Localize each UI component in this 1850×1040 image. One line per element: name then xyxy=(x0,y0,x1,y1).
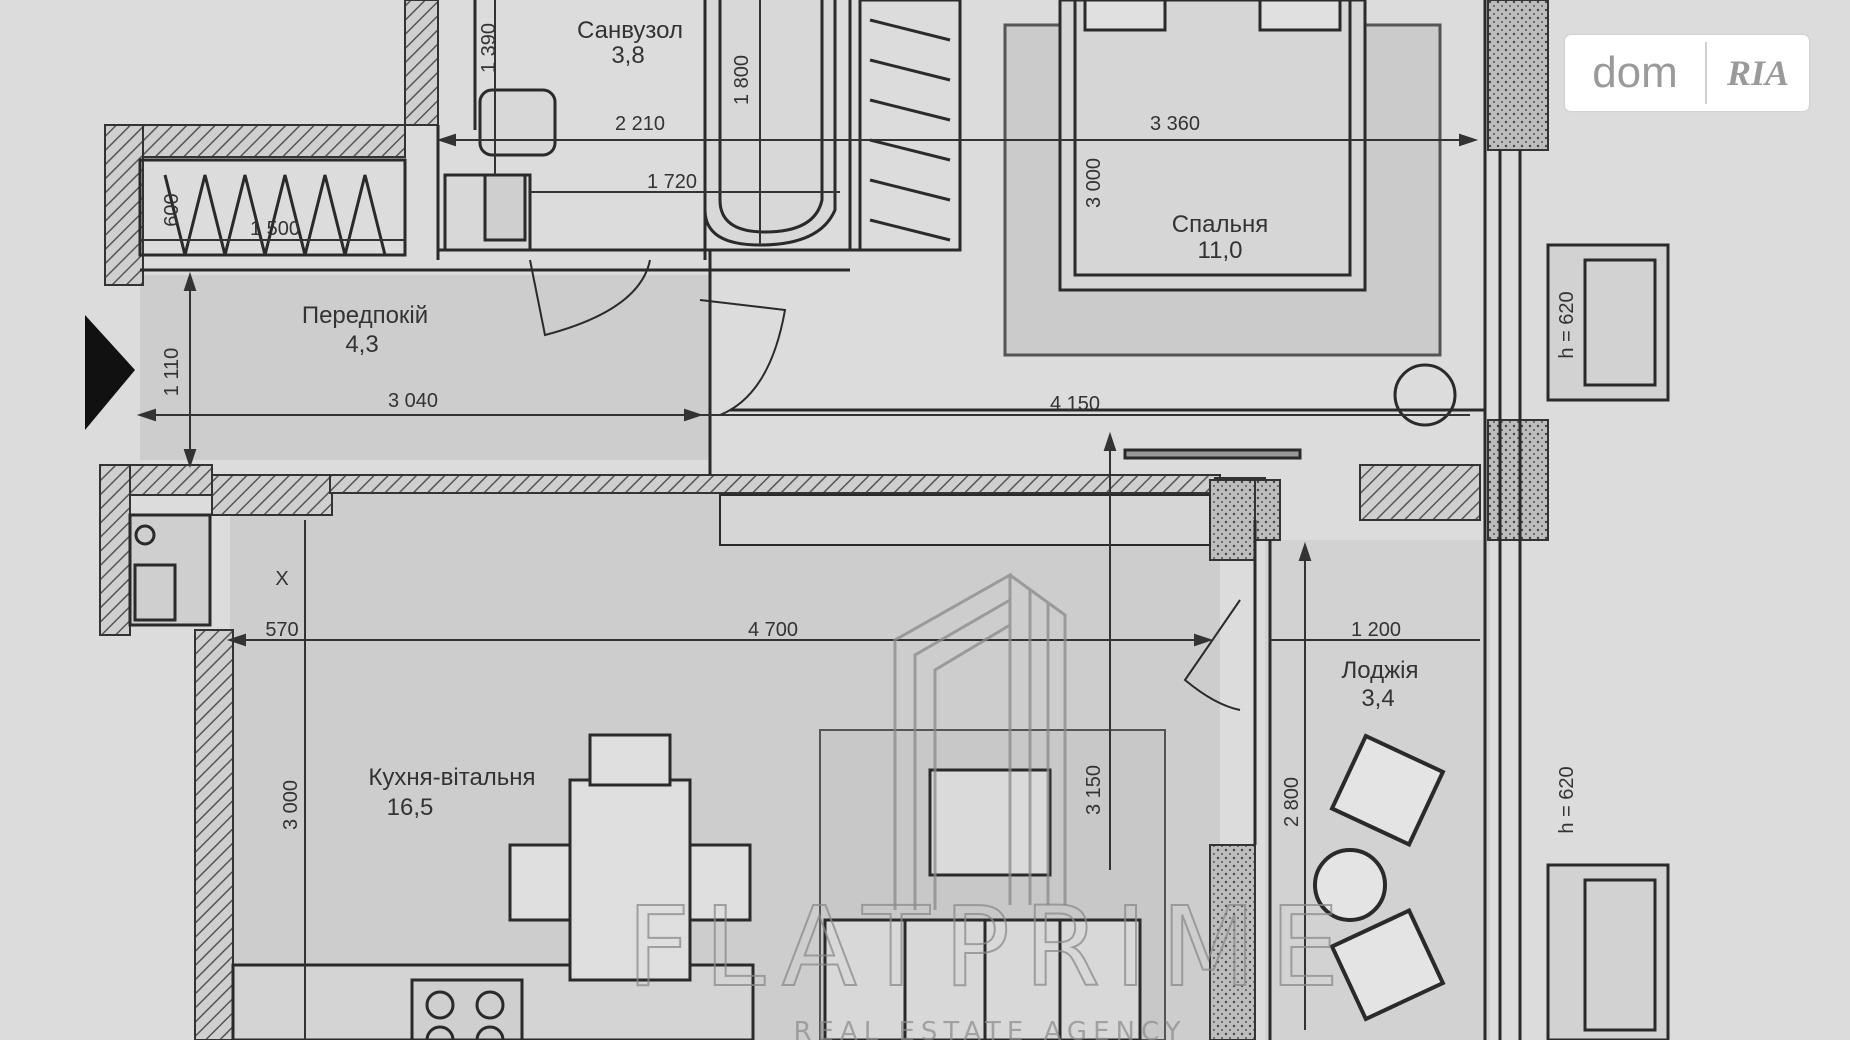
entrance-arrow-icon xyxy=(85,315,135,430)
dim-3000b: 3 000 xyxy=(280,780,302,830)
bedroom-name: Спальня xyxy=(1172,211,1268,238)
dim-3040: 3 040 xyxy=(388,390,438,412)
hallway-area: 4,3 xyxy=(345,331,378,358)
room-labels: Санвузол 3,8 Спальня 11,0 Передпокій 4,3… xyxy=(302,17,1419,821)
door-swings xyxy=(529,259,1241,711)
closet-bedroom xyxy=(858,0,962,252)
washing-machine-icon xyxy=(483,173,527,242)
wardrobe xyxy=(138,158,407,257)
dom-logo-text: dom xyxy=(1592,48,1678,97)
dim-2210: 2 210 xyxy=(615,113,665,135)
dim-4150: 4 150 xyxy=(1050,393,1100,415)
partitions xyxy=(140,0,1522,1040)
dim-3000: 3 000 xyxy=(1083,158,1105,208)
dim-1500: 1 500 xyxy=(250,218,300,240)
bedroom-area: 11,0 xyxy=(1198,237,1243,264)
dim-3360: 3 360 xyxy=(1150,113,1200,135)
fridge-cabinet xyxy=(128,513,212,627)
dim-1110: 1 110 xyxy=(161,348,183,397)
bedroom-tv xyxy=(1123,448,1302,460)
dim-2800: 2 800 xyxy=(1281,777,1303,827)
loggia-name: Лоджія xyxy=(1342,657,1419,684)
loggia-area: 3,4 xyxy=(1361,685,1394,712)
loggia-furniture xyxy=(1313,733,1446,1022)
window-frames xyxy=(1546,243,1670,1040)
dim-x-mark: X xyxy=(275,568,288,590)
sofa xyxy=(823,918,1142,1040)
watermark-brand: FLATPRIME xyxy=(627,883,1354,1011)
badge-divider xyxy=(1705,42,1707,104)
watermark-subtitle: REAL ESTATE AGENCY xyxy=(793,1017,1186,1040)
dim-1200: 1 200 xyxy=(1351,619,1401,641)
ria-logo-icon: RIA xyxy=(1726,53,1790,93)
dim-600: 600 xyxy=(161,193,183,226)
bathroom-name: Санвузол xyxy=(577,17,683,44)
dining-table xyxy=(508,733,752,982)
bed xyxy=(1003,0,1442,357)
bathroom-area: 3,8 xyxy=(611,42,644,69)
hallway-name: Передпокій xyxy=(302,302,428,329)
flatprime-logo-icon xyxy=(893,572,1067,910)
flatprime-watermark: FLATPRIME REAL ESTATE AGENCY xyxy=(626,572,1354,1040)
concrete-walls xyxy=(1209,0,1549,1040)
kitchen-area: 16,5 xyxy=(387,794,434,821)
dimension-labels: 1 390 1 800 2 210 3 360 1 720 3 000 600 … xyxy=(161,23,1578,834)
bathtub xyxy=(703,0,837,247)
tv-stand xyxy=(719,494,1211,546)
dom-ria-badge[interactable]: dom RIA xyxy=(1565,35,1809,111)
dim-h620-bottom: h = 620 xyxy=(1556,766,1578,833)
dim-4700: 4 700 xyxy=(748,619,798,641)
dim-570: 570 xyxy=(265,619,298,641)
dim-1390: 1 390 xyxy=(478,23,500,73)
kitchen-name: Кухня-вітальня xyxy=(368,764,535,791)
coffee-table xyxy=(928,768,1052,877)
dimension-lines xyxy=(136,0,1480,1040)
bedroom-nightstand xyxy=(1393,363,1457,427)
dim-1800: 1 800 xyxy=(731,55,753,105)
dim-h620-top: h = 620 xyxy=(1556,291,1578,358)
dim-1720: 1 720 xyxy=(647,171,697,193)
dim-3150: 3 150 xyxy=(1083,765,1105,815)
